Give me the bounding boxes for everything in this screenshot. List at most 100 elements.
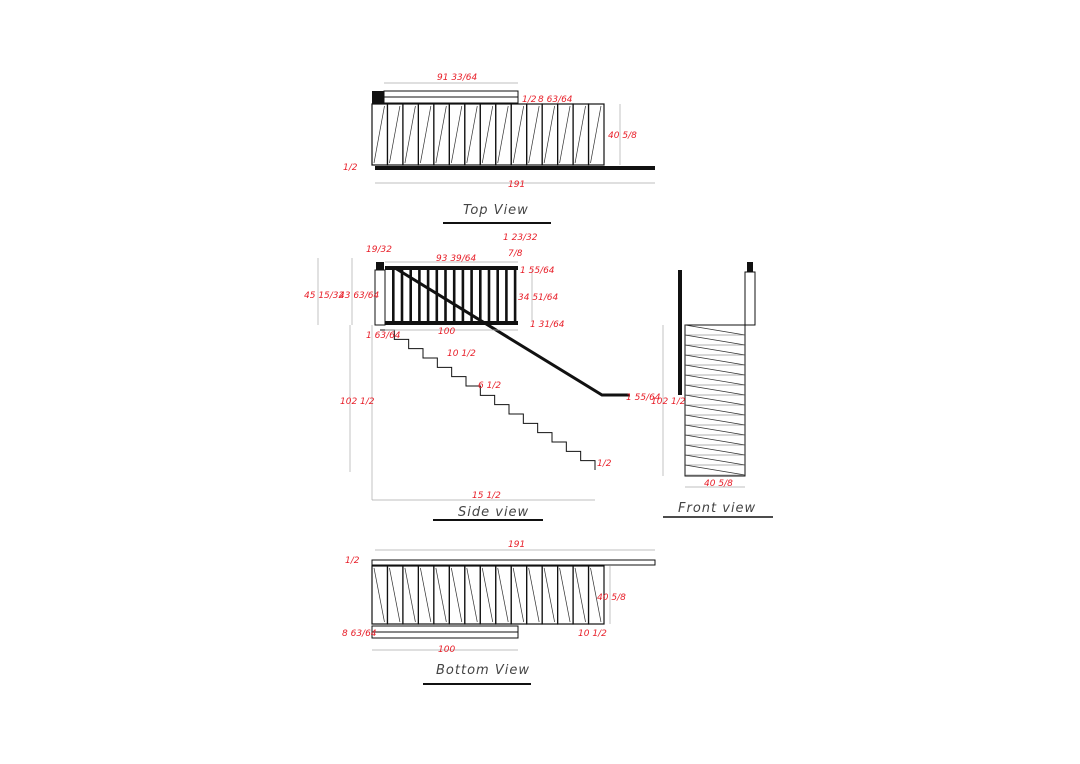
tread bbox=[510, 103, 528, 166]
dim-total-rise: 102 1/2 bbox=[340, 397, 375, 407]
step-line bbox=[684, 354, 746, 366]
side-view: 19/32 45 15/32 43 63/64 93 39/64 1 23/32… bbox=[304, 233, 661, 521]
baluster bbox=[400, 270, 404, 321]
tread-hatch bbox=[574, 105, 586, 164]
baluster bbox=[435, 270, 439, 321]
baluster bbox=[513, 270, 517, 321]
tread bbox=[371, 103, 389, 166]
step-line bbox=[684, 424, 746, 436]
dim-tread: 10 1/2 bbox=[447, 349, 476, 359]
dim-base-length: 100 bbox=[438, 327, 455, 337]
tread-hatch bbox=[435, 105, 447, 164]
dim-rail-length: 91 33/64 bbox=[437, 73, 478, 83]
dim-rail-length: 100 bbox=[438, 645, 455, 655]
bottom-view: 191 1/2 40 5/8 8 63/64 10 1/2 100 Bottom… bbox=[342, 540, 656, 685]
dim-rail-width: 8 63/64 bbox=[342, 629, 377, 639]
handrail-section bbox=[678, 270, 682, 395]
floor-line bbox=[371, 559, 656, 566]
step-line bbox=[684, 384, 746, 396]
step-line bbox=[684, 444, 746, 456]
tread bbox=[417, 103, 435, 166]
newel-post bbox=[744, 271, 756, 326]
tread-hatch bbox=[497, 105, 509, 164]
top-rail bbox=[385, 266, 518, 270]
post-block bbox=[372, 91, 384, 104]
step-line bbox=[684, 404, 746, 416]
dim-rail-offset: 1/2 bbox=[522, 95, 537, 105]
baluster bbox=[392, 270, 395, 321]
tread bbox=[495, 565, 512, 625]
tread bbox=[572, 565, 590, 625]
dim-base-offset: 1 63/64 bbox=[366, 331, 401, 341]
tread-hatch bbox=[528, 567, 540, 623]
tread-hatch bbox=[590, 567, 602, 623]
tread bbox=[587, 103, 605, 166]
post-cap bbox=[747, 262, 753, 272]
tread bbox=[479, 565, 497, 625]
dim-width: 40 5/8 bbox=[704, 479, 733, 489]
tread bbox=[541, 103, 559, 166]
tread bbox=[417, 565, 435, 625]
tread-hatch bbox=[543, 105, 555, 164]
tread-hatch bbox=[404, 567, 416, 623]
step-hatching bbox=[684, 324, 746, 476]
tread bbox=[572, 103, 590, 166]
baluster bbox=[426, 270, 430, 321]
tread-hatch bbox=[559, 567, 571, 623]
baluster bbox=[452, 270, 456, 321]
baluster bbox=[505, 270, 508, 321]
tread-hatch bbox=[512, 567, 525, 623]
tread bbox=[433, 103, 450, 166]
tread-hatch bbox=[373, 105, 385, 164]
step-line bbox=[684, 394, 746, 406]
step-line bbox=[684, 324, 746, 336]
dim-depth: 40 5/8 bbox=[597, 593, 626, 603]
step-line bbox=[684, 464, 746, 476]
baluster bbox=[487, 270, 491, 321]
tread-hatch bbox=[466, 105, 478, 164]
post-cap bbox=[376, 262, 384, 270]
side-view-title: Side view bbox=[458, 505, 529, 520]
dim-floor-offset: 1/2 bbox=[345, 556, 360, 566]
tread-hatch bbox=[404, 105, 416, 164]
baluster bbox=[418, 270, 421, 321]
dim-rail-length: 93 39/64 bbox=[436, 254, 477, 264]
dim-baluster-height: 34 51/64 bbox=[518, 293, 559, 303]
treads bbox=[371, 565, 605, 625]
tread bbox=[556, 565, 574, 625]
tread-hatch bbox=[481, 567, 494, 623]
tread-hatch bbox=[389, 105, 401, 164]
treads bbox=[371, 103, 605, 166]
bottom-rail bbox=[385, 321, 518, 325]
tread bbox=[464, 565, 481, 625]
handrail bbox=[394, 266, 630, 397]
baluster bbox=[461, 270, 465, 321]
step-line bbox=[684, 334, 746, 346]
baluster bbox=[409, 270, 412, 321]
tread-hatch bbox=[543, 567, 555, 623]
baluster bbox=[444, 270, 447, 321]
stair-steps bbox=[380, 329, 596, 470]
tread bbox=[556, 103, 574, 166]
step-line bbox=[684, 454, 746, 466]
tread-hatch bbox=[497, 567, 509, 623]
tread bbox=[510, 565, 528, 625]
tread-hatch bbox=[450, 105, 463, 164]
tread bbox=[526, 565, 543, 625]
tread bbox=[541, 565, 559, 625]
step-line bbox=[684, 374, 746, 386]
tread-hatch bbox=[420, 567, 432, 623]
floor-line bbox=[375, 166, 655, 170]
step-line bbox=[684, 364, 746, 376]
tread bbox=[402, 103, 419, 166]
dim-depth: 40 5/8 bbox=[608, 131, 637, 141]
dim-post-cap: 19/32 bbox=[366, 245, 392, 255]
tread bbox=[448, 565, 466, 625]
dim-end-offset: 10 1/2 bbox=[578, 629, 607, 639]
dim-end-offset: 1/2 bbox=[597, 459, 612, 469]
dim-rail-width: 8 63/64 bbox=[538, 95, 573, 105]
bottom-view-title: Bottom View bbox=[436, 663, 530, 678]
tread-hatch bbox=[389, 567, 401, 623]
tread-hatch bbox=[512, 105, 525, 164]
